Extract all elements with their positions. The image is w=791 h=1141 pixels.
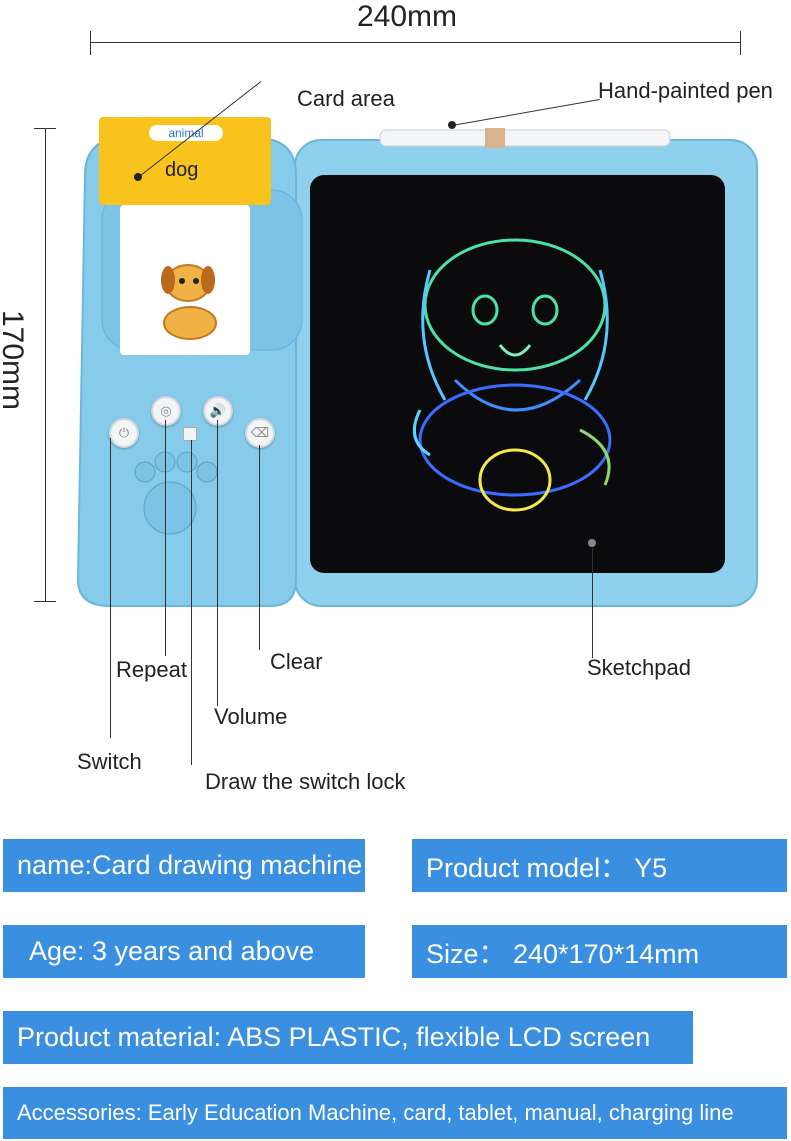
height-dimension-line	[45, 128, 46, 602]
dog-illustration	[161, 264, 217, 340]
width-dimension-line	[90, 42, 741, 43]
volume-leader	[217, 420, 218, 706]
spec-age-banner: Age: 3 years and above	[3, 925, 365, 978]
height-dimension-tick-top	[34, 128, 56, 129]
flash-card: animal dog	[99, 117, 271, 205]
height-dimension-label: 170mm	[0, 309, 30, 411]
card-image	[120, 205, 250, 355]
height-dimension-tick-bottom	[34, 601, 56, 602]
switch-leader	[110, 438, 111, 738]
spec-accessories-banner: Accessories: Early Education Machine, ca…	[3, 1087, 787, 1139]
card-word: dog	[165, 159, 199, 181]
card-category-pill: animal	[149, 125, 223, 141]
repeat-leader	[165, 420, 166, 656]
spec-size-banner: Size： 240*170*14mm	[412, 925, 787, 978]
repeat-button[interactable]: ◎	[151, 396, 181, 426]
repeat-label: Repeat	[116, 657, 187, 682]
clear-button[interactable]: ⌫	[245, 418, 275, 448]
pen-dot	[448, 121, 456, 129]
switch-label: Switch	[77, 749, 142, 774]
switch-lock-leader	[191, 440, 192, 765]
volume-button[interactable]: 🔊	[203, 396, 233, 426]
clear-leader	[259, 445, 260, 650]
volume-label: Volume	[214, 704, 288, 729]
width-dimension-label: 240mm	[357, 0, 458, 33]
width-dimension-tick-right	[740, 31, 741, 55]
clear-label: Clear	[270, 649, 323, 674]
card-area-dot	[134, 173, 142, 181]
switch-lock[interactable]	[183, 427, 197, 441]
sketchpad-leader	[592, 548, 593, 658]
spec-name-banner: name:Card drawing machine	[3, 839, 365, 892]
width-dimension-tick-left	[90, 31, 91, 55]
spec-material-banner: Product material: ABS PLASTIC, flexible …	[3, 1011, 693, 1064]
switch-lock-label: Draw the switch lock	[205, 769, 406, 794]
spec-model-banner: Product model： Y5	[412, 839, 787, 892]
card-area-label: Card area	[297, 86, 395, 111]
sketchpad-label: Sketchpad	[587, 655, 691, 680]
pen-label: Hand-painted pen	[598, 78, 773, 103]
power-switch-button[interactable]: ⏻	[109, 418, 139, 448]
sketchpad-dot	[588, 539, 596, 547]
